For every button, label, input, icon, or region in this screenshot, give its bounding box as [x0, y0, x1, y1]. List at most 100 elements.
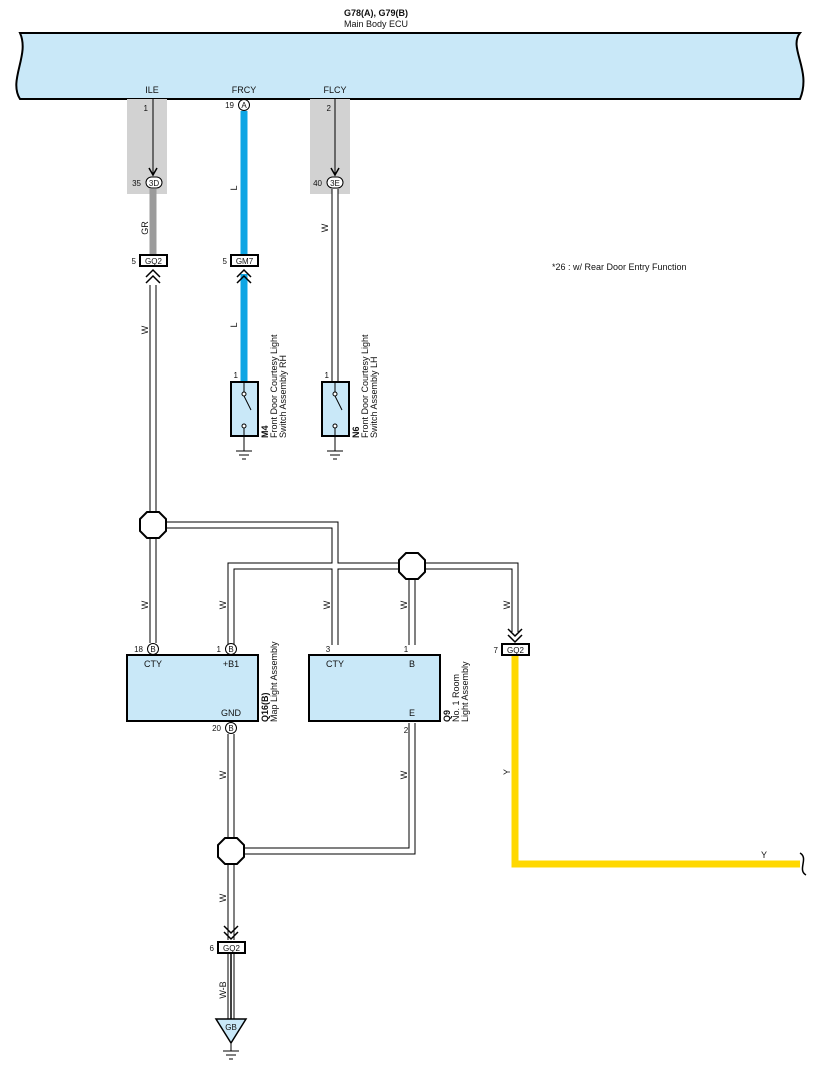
- map-label-gnd: GND: [221, 708, 242, 718]
- wire-label-w-ile: W: [140, 325, 150, 334]
- connector-gm7-code: GM7: [236, 257, 254, 266]
- switch-m4-symbol: [241, 382, 252, 436]
- splice-2: [398, 552, 426, 580]
- switch-n6-line2: Switch Assembly LH: [369, 356, 379, 438]
- wire-label-y-horizontal: Y: [761, 850, 767, 860]
- connector-gq2-bottom: [217, 941, 246, 954]
- map-pin-b1-code: B: [228, 645, 233, 654]
- connector-gq2-top-code: GQ2: [145, 257, 162, 266]
- connector-gq2-top-num: 5: [132, 257, 137, 266]
- map-pin-gnd-num: 20: [212, 724, 221, 733]
- connector-3d: [145, 176, 163, 189]
- wire-label-w-b-room: W: [399, 600, 409, 609]
- switch-n6-line1: Front Door Courtesy Light: [360, 334, 370, 438]
- map-light-id: Q16(B): [260, 692, 270, 722]
- wire-label-l-lower: L: [229, 322, 239, 327]
- room-label-cty: CTY: [326, 659, 344, 669]
- map-label-cty: CTY: [144, 659, 162, 669]
- wire-label-w-e: W: [399, 770, 409, 779]
- room-light-line2: Light Assembly: [460, 661, 470, 722]
- switch-n6-id: N6: [351, 426, 361, 438]
- connector-a: [238, 99, 250, 111]
- arrow-ile: [148, 167, 158, 177]
- connector-3d-num: 35: [132, 179, 141, 188]
- connector-3e-code: 3E: [330, 179, 340, 188]
- pin-num-ile: 1: [144, 104, 149, 113]
- map-pin-gnd-code: B: [228, 724, 233, 733]
- note-rear-door: *26 : w/ Rear Door Entry Function: [552, 262, 687, 272]
- pin-label-ile: ILE: [145, 85, 159, 95]
- map-pin-cty-num: 18: [134, 645, 143, 654]
- connector-a-code: A: [241, 101, 247, 110]
- wire-label-w-b1: W: [218, 600, 228, 609]
- switch-m4-pin: 1: [234, 371, 239, 380]
- connector-gm7: [230, 254, 259, 267]
- pin-num-flcy: 2: [327, 104, 332, 113]
- connector-3d-code: 3D: [149, 179, 159, 188]
- wire-label-w-gnd: W: [218, 770, 228, 779]
- connector-gq2-bottom-num: 6: [210, 944, 215, 953]
- room-label-b: B: [409, 659, 415, 669]
- map-label-b1: +B1: [223, 659, 239, 669]
- chevron-gm7-1: [236, 268, 252, 278]
- wire-y: [511, 656, 800, 868]
- room-label-e: E: [409, 708, 415, 718]
- connector-gq2-right-num: 7: [494, 646, 499, 655]
- ground-point-gb-code: GB: [225, 1023, 237, 1032]
- map-light-box: [126, 654, 259, 722]
- chevron-gq2-top-1: [145, 268, 161, 278]
- wire-y-break: [799, 852, 807, 876]
- room-pin-cty-num: 3: [326, 645, 331, 654]
- map-pin-b1-num: 1: [217, 645, 222, 654]
- chevron-gq2-top-2: [145, 274, 161, 284]
- arrow-gq2-bottom-2: [223, 931, 239, 941]
- arrow-flcy: [330, 167, 340, 177]
- room-light-box: [308, 654, 441, 722]
- chevron-gm7-2: [236, 274, 252, 284]
- splice-1: [139, 511, 167, 539]
- switch-m4-line1: Front Door Courtesy Light: [269, 334, 279, 438]
- switch-m4-line2: Switch Assembly RH: [278, 355, 288, 438]
- ground-m4-icon: [236, 436, 252, 460]
- ground-gb-icon: [223, 1043, 239, 1060]
- connector-gq2-right-code: GQ2: [507, 646, 524, 655]
- wire-label-w-cty-room: W: [322, 600, 332, 609]
- wire-label-w-cty-map: W: [140, 600, 150, 609]
- arrow-gq2-right-2: [507, 634, 523, 644]
- switch-m4-id: M4: [260, 425, 270, 438]
- map-light-name: Map Light Assembly: [269, 641, 279, 722]
- room-light-line1: No. 1 Room: [451, 674, 461, 722]
- wire-label-y-vertical: Y: [502, 769, 512, 775]
- switch-n6-symbol: [332, 382, 343, 436]
- switch-n6-pin: 1: [325, 371, 330, 380]
- wire-label-w-gq2-right: W: [502, 600, 512, 609]
- pin-label-flcy: FLCY: [323, 85, 346, 95]
- connector-gq2-right: [501, 643, 530, 656]
- room-pin-e-num: 2: [404, 726, 409, 735]
- main-body-ecu-box: [15, 32, 805, 100]
- ground-point-gb: [214, 1018, 248, 1045]
- connector-gm7-num: 5: [223, 257, 228, 266]
- pin-num-frcy: 19: [225, 101, 234, 110]
- splice-3: [217, 837, 245, 865]
- wire-label-w-lower: W: [218, 893, 228, 902]
- ecu-title: G78(A), G79(B): [344, 8, 408, 18]
- wire-label-gr: GR: [140, 221, 150, 235]
- room-pin-b-num: 1: [404, 645, 409, 654]
- arrow-gq2-bottom-1: [223, 925, 239, 935]
- ecu-subtitle: Main Body ECU: [344, 19, 408, 29]
- map-pin-cty-code: B: [150, 645, 155, 654]
- connector-3e: [326, 176, 344, 189]
- wire-label-wb: W-B: [218, 981, 228, 998]
- map-pin-gnd-conn: [225, 722, 237, 734]
- connector-gq2-top: [139, 254, 168, 267]
- connector-3e-num: 40: [313, 179, 322, 188]
- room-light-id: Q9: [442, 710, 452, 722]
- wire-label-w-flcy: W: [320, 223, 330, 232]
- wire-label-l-upper: L: [229, 185, 239, 190]
- arrow-gq2-right-1: [507, 628, 523, 638]
- pin-label-frcy: FRCY: [232, 85, 257, 95]
- connector-gq2-bottom-code: GQ2: [223, 944, 240, 953]
- ground-n6-icon: [327, 436, 343, 460]
